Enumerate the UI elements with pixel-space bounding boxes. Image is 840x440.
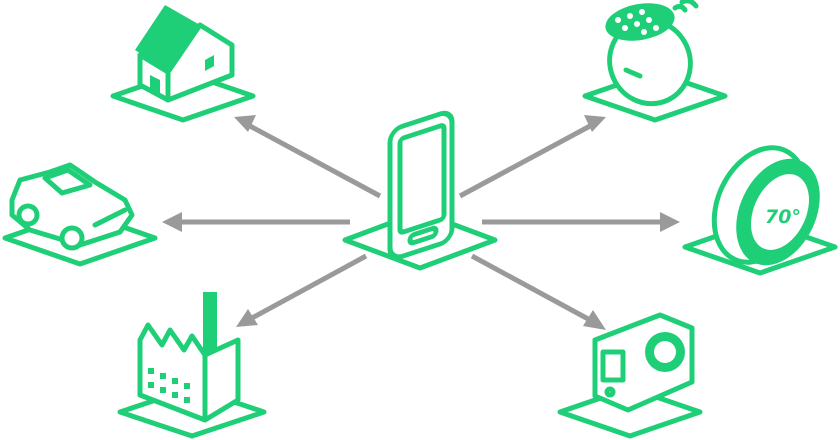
arrow-to-camera [470,253,606,330]
arrow-to-house [234,115,382,199]
arrows [162,115,680,330]
arrow-to-watch [458,115,606,199]
house-icon [135,5,235,103]
thermostat-icon: 70° [711,145,820,266]
factory-icon [137,292,241,423]
arrow-to-factory [236,253,368,327]
smartwatch-icon [605,0,699,107]
action-camera-icon [592,312,695,413]
arrow-to-car [162,212,350,232]
arrow-to-thermostat [482,212,680,232]
car-icon [9,162,135,251]
smartphone-icon [387,110,455,260]
thermostat-temperature: 70° [765,206,801,228]
